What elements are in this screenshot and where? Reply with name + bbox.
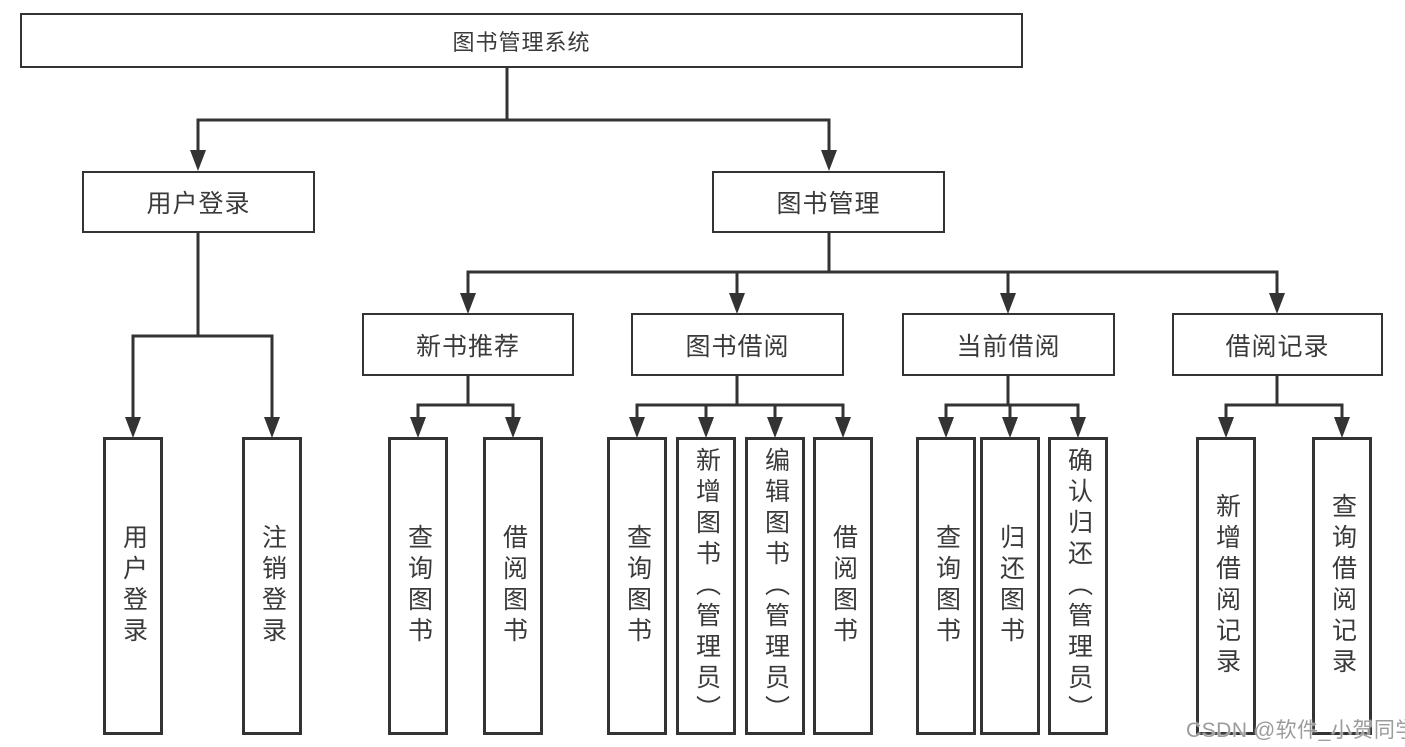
- leaf-user-login-label: 用户登录: [119, 524, 148, 648]
- leaf-query-books-recommend-label: 查询图书: [404, 524, 433, 648]
- leaf-query-borrow-record: 查询借阅记录: [1312, 437, 1372, 735]
- leaf-query-borrow-record-label: 查询借阅记录: [1328, 493, 1357, 679]
- leaf-borrow-books-recommend: 借阅图书: [483, 437, 543, 735]
- leaf-edit-book-admin-label: 编辑图书（管理员）: [761, 446, 790, 726]
- leaf-query-books-recommend: 查询图书: [388, 437, 448, 735]
- node-book-management: 图书管理: [712, 171, 945, 233]
- leaf-add-borrow-record-label: 新增借阅记录: [1212, 493, 1241, 679]
- leaf-confirm-return-admin-label: 确认归还（管理员）: [1064, 446, 1093, 726]
- leaf-borrow-books-borrowing-label: 借阅图书: [829, 524, 858, 648]
- node-user-login: 用户登录: [82, 171, 315, 233]
- node-current-borrowing: 当前借阅: [902, 313, 1115, 376]
- leaf-borrow-books-borrowing: 借阅图书: [813, 437, 873, 735]
- node-current-borrowing-label: 当前借阅: [956, 332, 1061, 361]
- node-book-borrowing-label: 图书借阅: [685, 332, 790, 361]
- node-book-management-label: 图书管理: [776, 190, 881, 218]
- node-new-book-recommend-label: 新书推荐: [415, 332, 520, 361]
- leaf-return-book-label: 归还图书: [996, 524, 1025, 648]
- leaf-return-book: 归还图书: [980, 437, 1040, 735]
- watermark-text: CSDN @软件_小贺同学: [1186, 719, 1405, 742]
- node-library-system: 图书管理系统: [20, 13, 1023, 68]
- leaf-confirm-return-admin: 确认归还（管理员）: [1048, 437, 1108, 735]
- node-borrowing-records: 借阅记录: [1172, 313, 1383, 376]
- leaf-add-book-admin-label: 新增图书（管理员）: [692, 446, 721, 726]
- leaf-user-login: 用户登录: [103, 437, 163, 735]
- leaf-borrow-books-recommend-label: 借阅图书: [499, 524, 528, 648]
- leaf-query-books-borrowing: 查询图书: [607, 437, 667, 735]
- leaf-query-books-current-label: 查询图书: [932, 524, 961, 648]
- leaf-logout-login: 注销登录: [242, 437, 302, 735]
- node-new-book-recommend: 新书推荐: [362, 313, 574, 376]
- leaf-query-books-current: 查询图书: [916, 437, 976, 735]
- node-book-borrowing: 图书借阅: [631, 313, 844, 376]
- leaf-add-borrow-record: 新增借阅记录: [1196, 437, 1256, 735]
- leaf-query-books-borrowing-label: 查询图书: [623, 524, 652, 648]
- leaf-edit-book-admin: 编辑图书（管理员）: [745, 437, 805, 735]
- leaf-add-book-admin: 新增图书（管理员）: [676, 437, 736, 735]
- node-library-system-label: 图书管理系统: [452, 29, 591, 55]
- node-user-login-label: 用户登录: [146, 190, 251, 218]
- leaf-logout-login-label: 注销登录: [258, 524, 287, 648]
- node-borrowing-records-label: 借阅记录: [1225, 332, 1330, 361]
